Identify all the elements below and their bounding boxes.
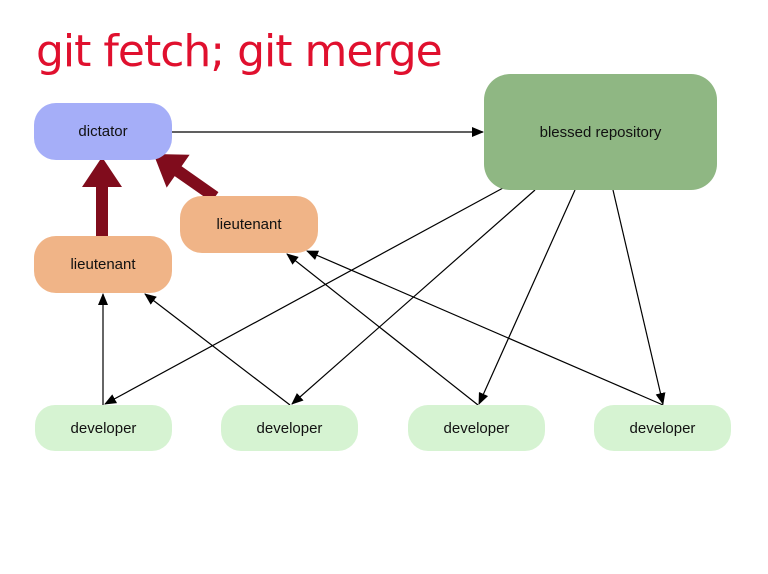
edge-developer-2-to-lieutenant-left <box>144 293 291 406</box>
dictator-node: dictator <box>34 103 172 160</box>
fetch-arrow-left <box>82 157 122 237</box>
developer-node-3: developer <box>408 405 545 451</box>
lieutenant-node-right: lieutenant <box>180 196 318 253</box>
edge-developer-3-to-lieutenant-right <box>286 253 479 406</box>
slide-title: git fetch; git merge <box>36 26 443 77</box>
edge-blessed-to-developer-4 <box>612 189 666 405</box>
lieutenant-node-left: lieutenant <box>34 236 172 293</box>
edge-blessed-to-developer-3 <box>478 189 576 405</box>
developer-node-2: developer <box>221 405 358 451</box>
edge-developer-4-to-lieutenant-right <box>306 250 664 406</box>
developer-node-1: developer <box>35 405 172 451</box>
blessed-repository-node: blessed repository <box>484 74 717 190</box>
edge-blessed-to-developer-1 <box>104 187 504 405</box>
fetch-arrow-right <box>153 153 219 202</box>
developer-node-4: developer <box>594 405 731 451</box>
